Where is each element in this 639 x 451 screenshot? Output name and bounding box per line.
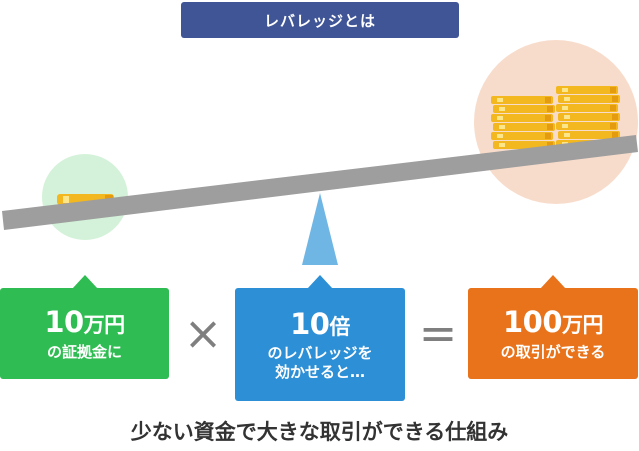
deposit-callout: 10万円 の証拠金に [0, 275, 169, 379]
leverage-callout: 10倍 のレバレッジを 効かせると… [235, 275, 405, 401]
trade-amount-unit: 万円 [562, 313, 604, 338]
trade-label: の取引ができる [500, 342, 606, 361]
leverage-label-line1: のレバレッジを [267, 344, 373, 363]
equals-operator: = [418, 306, 458, 360]
leverage-amount: 10倍 [290, 307, 350, 342]
trade-callout: 100万円 の取引ができる [468, 275, 638, 379]
deposit-label: の証拠金に [46, 342, 122, 361]
caption: 少ない資金で大きな取引ができる仕組み [130, 420, 509, 444]
title-banner: レバレッジとは [181, 2, 459, 38]
deposit-amount: 10万円 [44, 305, 126, 340]
leverage-amount-unit: 倍 [329, 315, 350, 340]
deposit-amount-unit: 万円 [83, 313, 126, 338]
seesaw-fulcrum [302, 193, 338, 265]
trade-amount: 100万円 [502, 305, 604, 340]
leverage-amount-number: 10 [290, 307, 330, 342]
coin-stack-large-icon [491, 86, 620, 149]
trade-amount-number: 100 [502, 305, 563, 340]
leverage-label-line2: 効かせると… [274, 362, 365, 381]
deposit-amount-number: 10 [44, 305, 84, 340]
seesaw-beam [2, 135, 638, 230]
times-operator: × [183, 306, 223, 360]
